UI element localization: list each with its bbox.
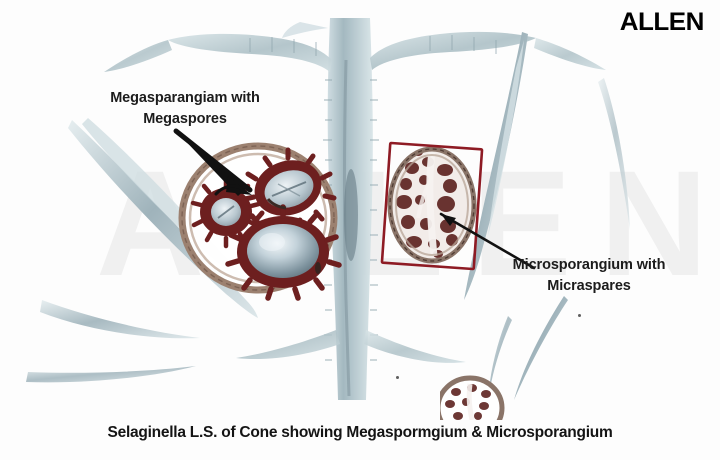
lower-sporophylls [236, 330, 466, 363]
image-speck-2 [396, 376, 399, 379]
megaspore-large [225, 204, 342, 301]
microsporangium-arrow [439, 212, 536, 270]
megasporangium-label: Megasparangiam with Megaspores [110, 90, 260, 127]
microsporangium-label: Microsporangium with Micraspares [512, 257, 666, 294]
bottom-partial-sporangium [440, 375, 505, 420]
microsporangium [387, 146, 477, 264]
allen-logo: ALLEN [619, 8, 705, 36]
figure-caption: Selaginella L.S. of Cone showing Megaspo… [107, 424, 613, 441]
megasporangium-arrow [173, 128, 253, 196]
upper-sporophylls [104, 22, 606, 72]
image-speck [578, 314, 581, 317]
right-leaves [464, 32, 630, 400]
megasporangium [178, 142, 342, 301]
cone-central-axis [323, 18, 379, 400]
microsporangium-highlight-box [380, 141, 484, 271]
